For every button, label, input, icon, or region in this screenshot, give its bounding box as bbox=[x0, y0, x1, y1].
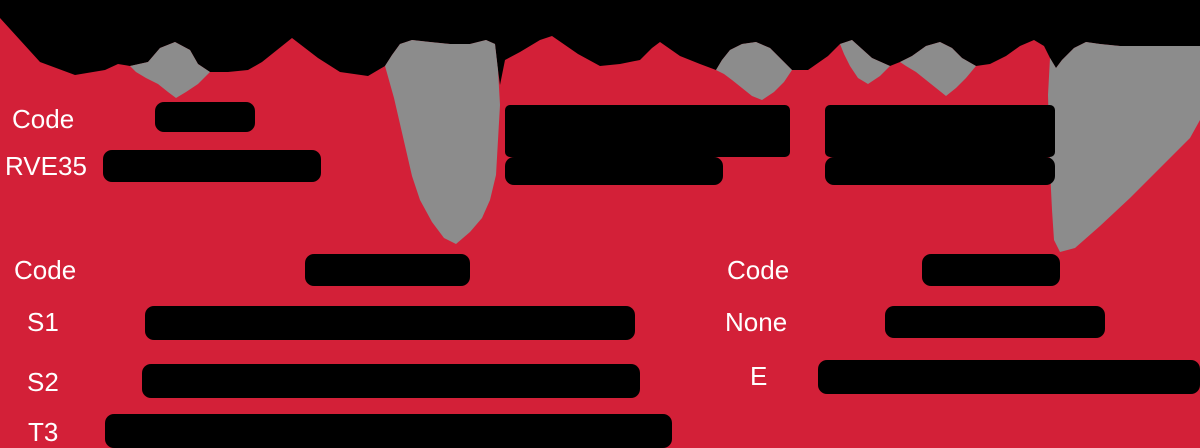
field-label-code: Code bbox=[727, 255, 790, 285]
field-label-rve35: RVE35 bbox=[5, 151, 87, 181]
gray-blob-6 bbox=[1048, 42, 1200, 252]
redaction-bar bbox=[505, 105, 790, 157]
field-label-none: None bbox=[725, 307, 788, 337]
gray-blob-2 bbox=[385, 40, 500, 244]
redaction-bar bbox=[305, 254, 470, 286]
field-label-s2: S2 bbox=[27, 367, 59, 397]
redaction-bar bbox=[145, 306, 635, 340]
field-label-e: E bbox=[750, 361, 768, 391]
redaction-bar bbox=[818, 360, 1200, 394]
redaction-bar bbox=[505, 157, 723, 185]
redaction-bar bbox=[922, 254, 1060, 286]
redaction-bar bbox=[825, 157, 1055, 185]
redaction-bar bbox=[825, 105, 1055, 157]
redaction-bar bbox=[155, 102, 255, 132]
field-label-code: Code bbox=[14, 255, 77, 285]
redaction-bar bbox=[142, 364, 640, 398]
redaction-bar bbox=[103, 150, 321, 182]
gray-paper-accents bbox=[130, 40, 1200, 252]
field-label-code: Code bbox=[12, 104, 75, 134]
field-label-s1: S1 bbox=[27, 307, 59, 337]
field-label-t3: T3 bbox=[28, 417, 59, 447]
redaction-bar bbox=[105, 414, 672, 448]
gray-blob-5 bbox=[900, 42, 976, 96]
gray-blob-4 bbox=[840, 40, 890, 84]
gray-blob-3 bbox=[716, 42, 792, 100]
gray-blob-1 bbox=[130, 42, 210, 98]
redaction-bar bbox=[885, 306, 1105, 338]
